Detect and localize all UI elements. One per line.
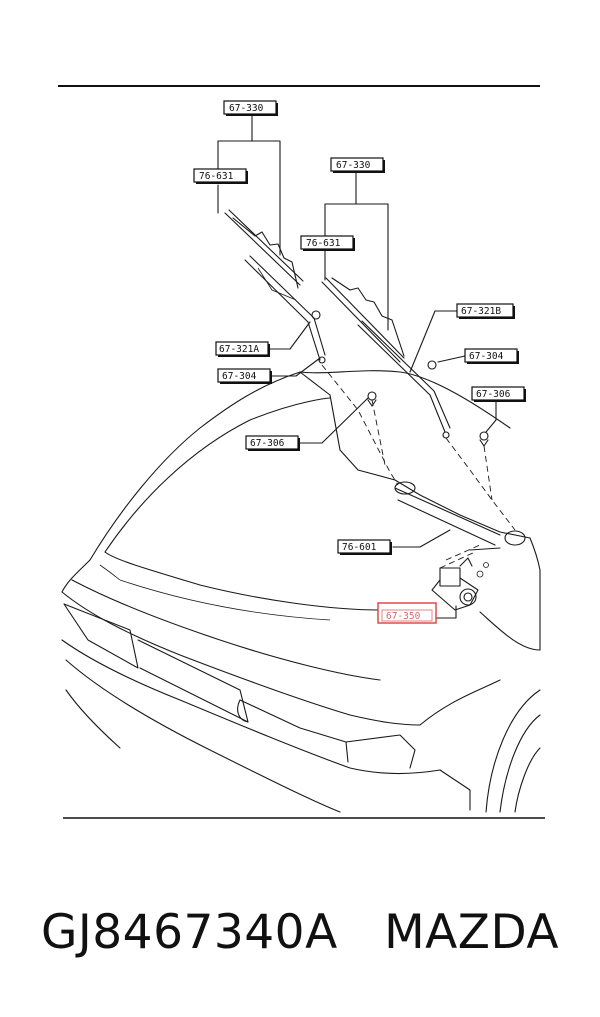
- wiper-right: [321, 277, 451, 439]
- label-67-330-a: 67-330: [223, 100, 278, 116]
- svg-text:67-306: 67-306: [476, 389, 511, 400]
- label-67-306-a: 67-306: [245, 435, 300, 451]
- label-67-321a: 67-321A: [215, 341, 270, 357]
- part-caption: GJ8467340A MAZDA: [0, 905, 600, 960]
- assembly-guides: [321, 364, 516, 569]
- fasteners: [367, 391, 489, 447]
- label-76-631-b: 76-631: [300, 235, 355, 251]
- label-76-601: 76-601: [337, 539, 392, 555]
- label-67-304-a: 67-304: [217, 368, 272, 384]
- svg-text:67-321A: 67-321A: [219, 344, 259, 355]
- label-67-304-b: 67-304: [464, 348, 519, 364]
- svg-text:67-330: 67-330: [336, 160, 371, 171]
- label-67-321b: 67-321B: [456, 303, 515, 319]
- label-67-350-highlighted: 67-350: [377, 602, 437, 624]
- wiper-linkage: [394, 481, 526, 551]
- svg-text:67-330: 67-330: [229, 103, 264, 114]
- svg-text:67-306: 67-306: [250, 438, 285, 449]
- svg-text:76-631: 76-631: [306, 238, 341, 249]
- svg-text:76-631: 76-631: [199, 171, 234, 182]
- svg-text:67-321B: 67-321B: [461, 306, 501, 317]
- svg-text:76-601: 76-601: [342, 542, 377, 553]
- svg-text:67-350: 67-350: [386, 611, 421, 622]
- svg-text:67-304: 67-304: [469, 351, 504, 362]
- leader-lines: [217, 114, 497, 619]
- svg-text:67-304: 67-304: [222, 371, 257, 382]
- brand-name: MAZDA: [384, 905, 559, 960]
- wiper-left: [224, 209, 326, 364]
- label-67-330-b: 67-330: [330, 157, 385, 173]
- car-body: [61, 370, 541, 813]
- label-67-306-b: 67-306: [471, 386, 526, 402]
- wiper-parts-diagram: 67-330 76-631 67-330 76-631 67-321B 67-3…: [58, 85, 545, 819]
- part-number: GJ8467340A: [40, 905, 338, 960]
- wiper-motor: [431, 557, 489, 611]
- label-76-631-a: 76-631: [193, 168, 248, 184]
